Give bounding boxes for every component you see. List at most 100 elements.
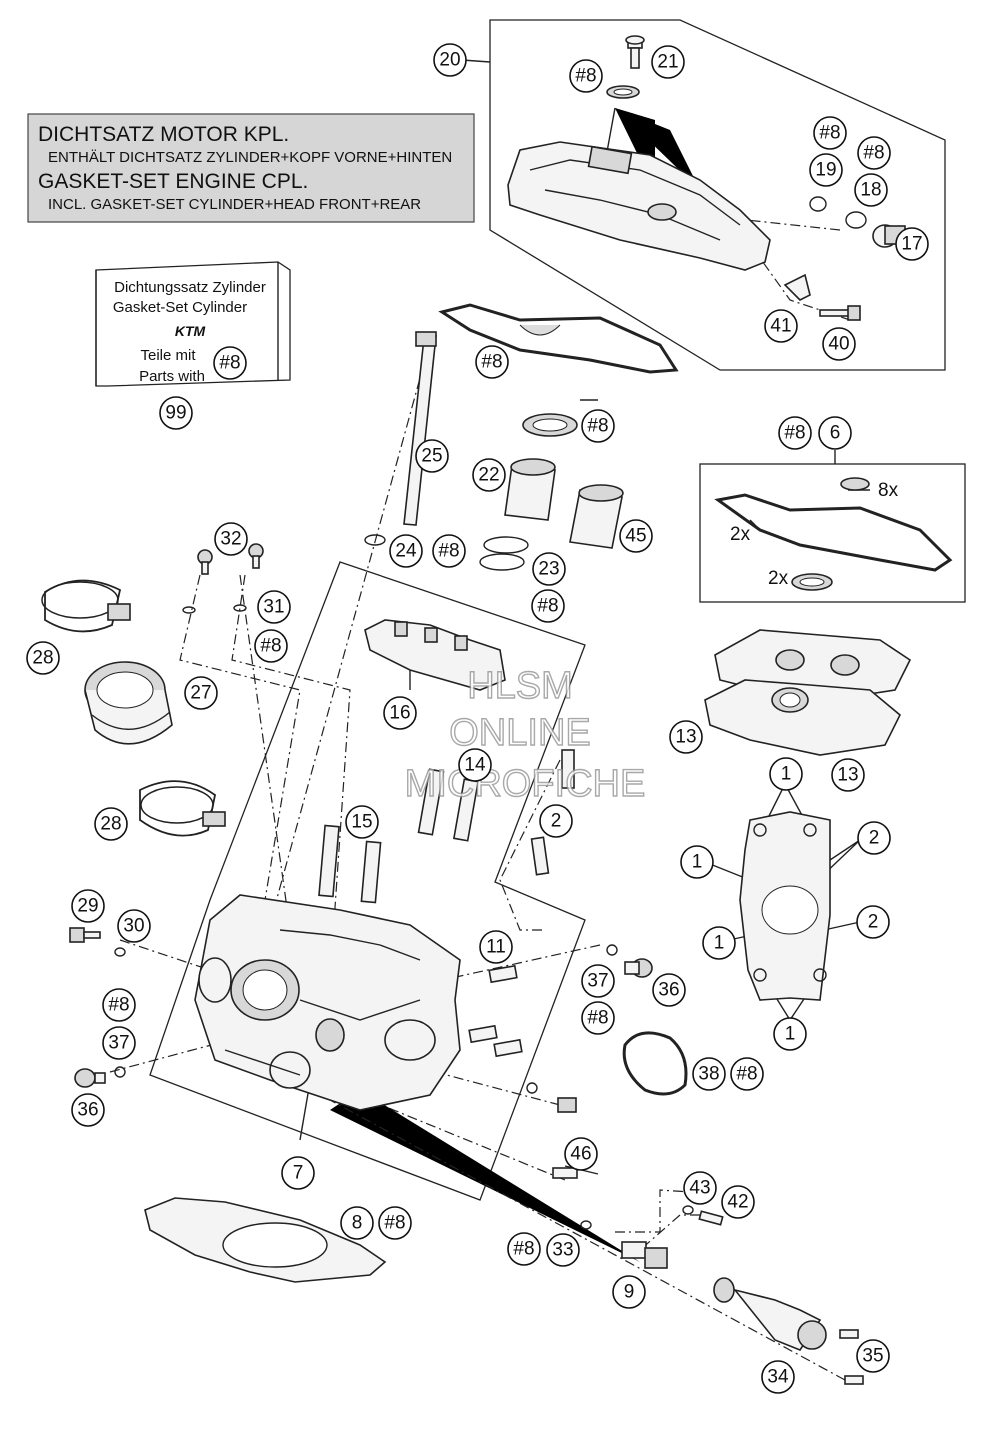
- svg-text:24: 24: [395, 541, 417, 562]
- svg-text:42: 42: [727, 1192, 748, 1213]
- tappet-22: [504, 458, 556, 521]
- svg-text:31: 31: [263, 597, 284, 618]
- svg-text:#8: #8: [587, 416, 608, 437]
- svg-text:36: 36: [658, 980, 679, 1001]
- svg-text:1: 1: [692, 852, 703, 873]
- callout-2: 2: [856, 905, 890, 939]
- plug-36-right: [624, 958, 653, 978]
- callout-ref-8: #8: [730, 1057, 764, 1091]
- svg-text:35: 35: [862, 1346, 883, 1367]
- svg-text:30: 30: [123, 916, 144, 937]
- svg-text:40: 40: [828, 334, 849, 355]
- svg-text:45: 45: [625, 526, 646, 547]
- cylinder-head-frame: [149, 561, 586, 1201]
- qty-label-8x: 8x: [878, 480, 899, 501]
- callout-ref-8: #8: [581, 1001, 615, 1035]
- screw-32-a: [197, 549, 213, 575]
- valve-cover-frame: [489, 19, 946, 371]
- callout-ref-8: #8: [569, 59, 603, 93]
- cylinder-gasket-plate: [739, 811, 831, 1001]
- svg-text:#8: #8: [438, 541, 459, 562]
- cylinder-head-gasket: [144, 1197, 387, 1283]
- svg-text:25: 25: [421, 446, 442, 467]
- callout-9: 9: [612, 1275, 646, 1309]
- svg-text:34: 34: [767, 1367, 789, 1388]
- callout-30: 30: [117, 909, 151, 943]
- head-bolt: [364, 331, 437, 546]
- washer-33: [580, 1220, 592, 1230]
- svg-text:#8: #8: [260, 636, 281, 657]
- svg-text:#8: #8: [587, 1008, 608, 1029]
- callout-16: 16: [383, 696, 417, 730]
- callout-32: 32: [214, 522, 248, 556]
- callout-15: 15: [345, 805, 379, 839]
- valve-cover-bolt: [625, 35, 645, 69]
- svg-text:8: 8: [352, 1213, 363, 1234]
- dowel-pin-2: [530, 749, 575, 876]
- svg-text:#8: #8: [863, 143, 884, 164]
- callout-8: 8: [340, 1206, 374, 1240]
- callout-1: 1: [769, 757, 803, 791]
- svg-text:32: 32: [220, 529, 241, 550]
- plug-lower: [526, 1082, 577, 1113]
- callout-11: 11: [479, 930, 513, 964]
- screw-42: [698, 1210, 724, 1226]
- callout-35: 35: [856, 1339, 890, 1373]
- hose-clamp-28-top: [41, 579, 131, 633]
- svg-text:#8: #8: [736, 1064, 757, 1085]
- callout-24: 24: [389, 534, 423, 568]
- callout-43: 43: [683, 1171, 717, 1205]
- o-ring-18: [845, 211, 867, 229]
- svg-text:18: 18: [860, 180, 881, 201]
- callout-28: 28: [94, 807, 128, 841]
- svg-text:36: 36: [77, 1100, 98, 1121]
- callout-1: 1: [702, 926, 736, 960]
- svg-text:#8: #8: [481, 352, 502, 373]
- callout-ref-8: #8: [102, 988, 136, 1022]
- callout-6: 6: [818, 416, 852, 450]
- svg-text:#8: #8: [108, 995, 129, 1016]
- callout-2: 2: [857, 821, 891, 855]
- svg-text:2: 2: [551, 811, 562, 832]
- leader-lines: [109, 59, 870, 1381]
- gasket-set-frame: [699, 463, 966, 603]
- svg-text:13: 13: [675, 727, 696, 748]
- callout-17: 17: [895, 227, 929, 261]
- callout-34: 34: [761, 1360, 795, 1394]
- valve-guides: [318, 768, 480, 904]
- svg-text:9: 9: [624, 1282, 635, 1303]
- dowels-11: [468, 964, 523, 1058]
- watermark-line-3: MICROFICHE: [405, 763, 646, 805]
- kit-callout-99: 99: [159, 396, 193, 430]
- svg-text:29: 29: [77, 896, 98, 917]
- svg-text:38: 38: [698, 1064, 719, 1085]
- hose-clamp-28-bottom: [139, 780, 226, 837]
- callout-36: 36: [652, 973, 686, 1007]
- callout-41: 41: [764, 309, 798, 343]
- callout-37: 37: [102, 1026, 136, 1060]
- callout-19: 19: [809, 153, 843, 187]
- callout-1: 1: [773, 1017, 807, 1051]
- callout-18: 18: [854, 173, 888, 207]
- plug-36-left: [74, 1068, 106, 1088]
- callout-ref-8: #8: [475, 345, 509, 379]
- thermostat-housing-34: [713, 1277, 864, 1385]
- washer-30: [114, 947, 126, 957]
- bolt-seal-ring: [606, 85, 640, 99]
- svg-text:11: 11: [486, 937, 506, 958]
- callout-ref-8: #8: [813, 116, 847, 150]
- washers-31: [182, 604, 247, 614]
- gasket-note-line-4: INCL. GASKET-SET CYLINDER+HEAD FRONT+REA…: [48, 196, 421, 213]
- o-rings-23: [479, 536, 529, 571]
- camshaft-housing-lower: [704, 679, 901, 756]
- watermark-line-2: ONLINE: [449, 712, 590, 754]
- callout-40: 40: [822, 327, 856, 361]
- svg-text:43: 43: [689, 1178, 710, 1199]
- gasket-note-line-3: GASKET-SET ENGINE CPL.: [38, 170, 308, 193]
- screw-40: [819, 305, 861, 321]
- callout-37: 37: [581, 964, 615, 998]
- gasket-set-note: DICHTSATZ MOTOR KPL. ENTHÄLT DICHTSATZ Z…: [27, 113, 475, 223]
- kit-box-line-2: Gasket-Set Cylinder: [113, 299, 247, 316]
- watermark-line-1: HLSM: [467, 665, 573, 707]
